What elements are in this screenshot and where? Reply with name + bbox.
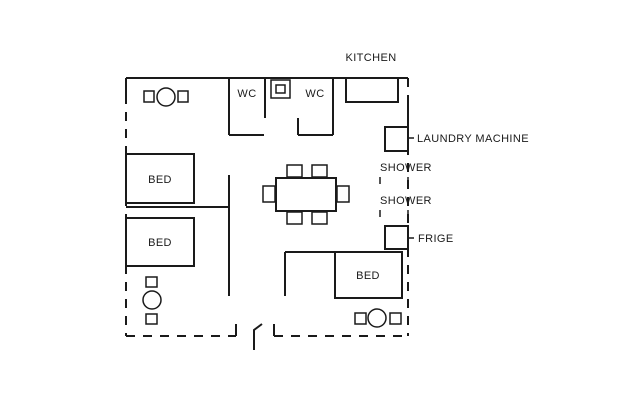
door-leaf xyxy=(253,323,263,350)
bed-1 xyxy=(125,153,195,204)
laundry-label: LAUNDRY MACHINE xyxy=(417,133,529,145)
kitchen-label: KITCHEN xyxy=(345,52,396,64)
chair-right xyxy=(336,185,350,203)
chair-bottom-1 xyxy=(286,211,303,225)
nightstand-left xyxy=(143,90,155,103)
utilities: LAUNDRY MACHINE SHOWER SHOWER FRIGE xyxy=(379,126,529,250)
interior-walls xyxy=(126,78,409,296)
shower-1-label: SHOWER xyxy=(380,162,432,174)
nightstand-left-3 xyxy=(354,312,367,325)
bedroom-3: BED xyxy=(334,251,403,328)
nightstand-right xyxy=(177,90,189,103)
bed-2-label: BED xyxy=(148,237,172,249)
lamp-3 xyxy=(367,308,387,328)
lamp-1 xyxy=(156,87,176,107)
nightstand-top xyxy=(145,276,158,288)
chair-left xyxy=(262,185,276,203)
wc-area: WC WC xyxy=(237,79,324,100)
kitchen-counter xyxy=(345,77,399,103)
kitchen: KITCHEN xyxy=(345,52,399,103)
nightstand-right-3 xyxy=(389,312,402,325)
bed-3-label: BED xyxy=(356,270,380,282)
wc-right-label: WC xyxy=(305,88,324,100)
sink xyxy=(270,79,291,99)
laundry-machine xyxy=(384,126,409,152)
entrance-door xyxy=(235,323,275,350)
bed-2 xyxy=(125,217,195,267)
bed-1-label: BED xyxy=(148,174,172,186)
wc-left-label: WC xyxy=(237,88,256,100)
bedroom-2: BED xyxy=(125,217,195,325)
sink-basin xyxy=(275,84,286,94)
nightstand-bottom xyxy=(145,313,158,325)
chair-bottom-2 xyxy=(311,211,328,225)
chair-top-2 xyxy=(311,164,328,178)
dining-table xyxy=(275,177,337,212)
bed-3 xyxy=(334,251,403,299)
shower-2-label: SHOWER xyxy=(380,195,432,207)
dining-set xyxy=(262,164,350,225)
fridge-label: FRIGE xyxy=(418,233,454,245)
lamp-2 xyxy=(142,290,162,310)
chair-top-1 xyxy=(286,164,303,178)
fridge xyxy=(384,225,409,250)
bedroom-1: BED xyxy=(125,87,195,204)
